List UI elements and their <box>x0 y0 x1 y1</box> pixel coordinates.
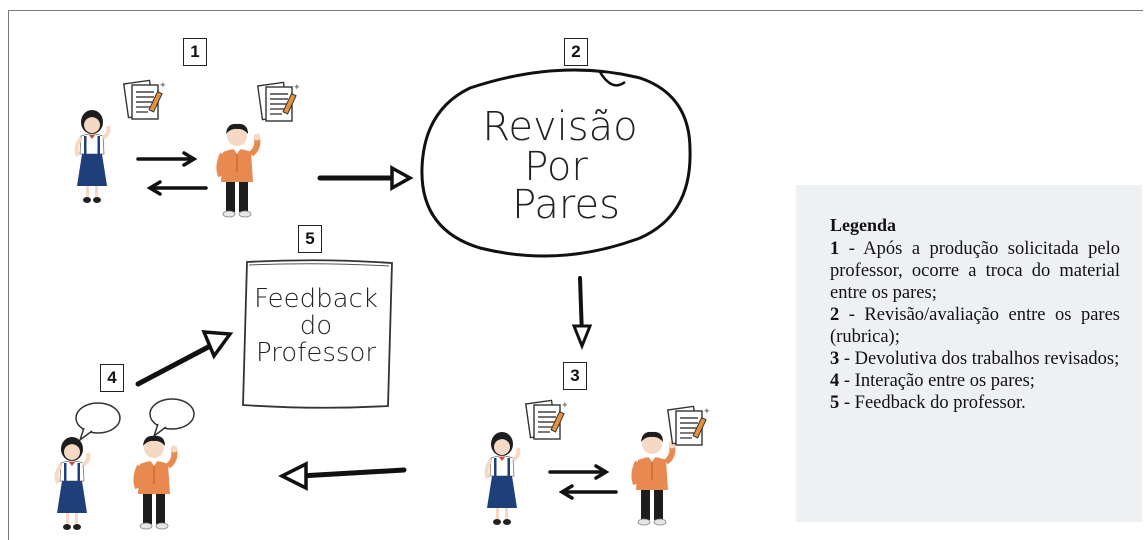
legend-item: 4 - Interação entre os pares; <box>830 370 1120 392</box>
legend-item-number: 3 <box>830 349 840 369</box>
boy-figure <box>634 432 675 525</box>
legend-item: 1 - Após a produção solicitada pelo prof… <box>830 238 1120 304</box>
step-number-4: 4 <box>100 364 124 392</box>
legend-item-number: 2 <box>830 305 840 325</box>
exchange-arrow-left <box>558 484 618 500</box>
document-icon <box>667 405 712 446</box>
legend-item-text: - Interação entre os pares; <box>839 371 1035 391</box>
step1-peers <box>74 79 302 217</box>
legend-item: 2 - Revisão/avaliação entre os pares (ru… <box>830 304 1120 348</box>
exchange-arrow-left <box>146 180 208 196</box>
legend-item-text: - Devolutiva dos trabalhos revisados; <box>839 349 1120 369</box>
legend-item-text: - Revisão/avaliação entre os pares (rubr… <box>830 305 1120 347</box>
legend-item-text: - Feedback do professor. <box>839 393 1026 413</box>
step-number-3: 3 <box>563 362 587 390</box>
cloud-text-line1: Revisão <box>482 104 637 150</box>
feedback-text-line3: Professor <box>256 338 376 368</box>
feedback-text-line1: Feedback <box>254 284 378 314</box>
step3-peers <box>484 399 712 527</box>
legend-title: Legenda <box>830 215 897 235</box>
legend-item-number: 4 <box>830 371 840 391</box>
speech-bubble-icon <box>149 398 195 437</box>
review-cloud: Revisão Por Pares <box>420 68 692 258</box>
legend-panel: Legenda 1 - Após a produção solicitada p… <box>796 185 1142 522</box>
document-icon <box>257 81 302 122</box>
document-icon <box>525 399 570 440</box>
arrow-to-return <box>571 276 593 351</box>
boy-figure <box>219 124 260 217</box>
cloud-text-line2: Por <box>524 144 588 190</box>
legend-item-text: - Após a produção solicitada pelo profes… <box>830 239 1120 303</box>
girl-figure <box>484 430 521 527</box>
legend-item-number: 1 <box>830 239 840 259</box>
document-icon <box>123 79 168 120</box>
step-number-1: 1 <box>183 38 207 66</box>
exchange-arrow-right <box>136 151 198 167</box>
exchange-arrow-right <box>548 464 610 480</box>
feedback-text-line2: do <box>300 311 332 341</box>
speech-bubble-icon <box>75 402 121 441</box>
step-number-5: 5 <box>298 225 322 253</box>
legend-item: 5 - Feedback do professor. <box>830 392 1120 414</box>
boy-figure <box>136 436 177 529</box>
feedback-box: Feedback do Professor <box>242 259 393 409</box>
legend-item-number: 5 <box>830 393 840 413</box>
girl-figure <box>54 435 91 532</box>
legend-item: 3 - Devolutiva dos trabalhos revisados; <box>830 348 1120 370</box>
cloud-text-line3: Pares <box>512 182 620 228</box>
arrow-to-interaction <box>278 461 407 491</box>
arrow-to-feedback <box>135 330 234 387</box>
step4-peers <box>54 398 195 532</box>
diagram-frame <box>8 10 1143 540</box>
girl-figure <box>74 108 111 205</box>
step-number-2: 2 <box>564 38 588 66</box>
arrow-to-review <box>317 165 414 191</box>
